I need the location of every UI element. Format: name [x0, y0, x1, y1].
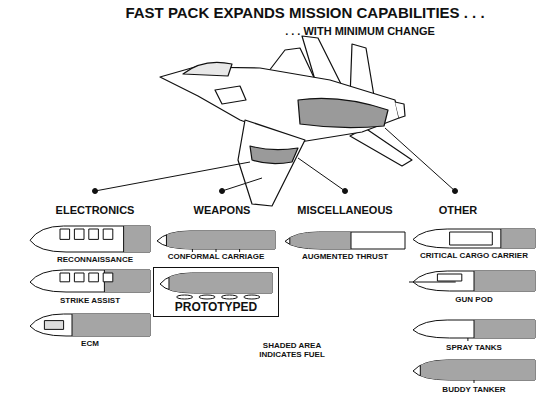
tank-profile — [409, 270, 535, 292]
part-label: BUDDY TANKER — [442, 386, 505, 395]
tank-profile — [285, 231, 405, 250]
tank-profile — [30, 225, 150, 253]
category-heading: OTHER — [439, 204, 478, 216]
tank-profile — [30, 269, 150, 293]
tank-profile — [413, 319, 535, 341]
part-label: ECM — [81, 340, 99, 349]
prototype-box: PROTOTYPED — [153, 267, 279, 317]
tank-profile — [157, 230, 275, 252]
part-label: SPRAY TANKS — [446, 344, 502, 353]
tank-profile — [160, 272, 272, 299]
prototype-label: PROTOTYPED — [154, 301, 278, 314]
part-label: RECONNAISSANCE — [57, 256, 133, 265]
tank-profile — [413, 228, 535, 249]
tank-profile — [413, 359, 535, 383]
part-label: GUN POD — [455, 296, 492, 305]
part-label: AUGMENTED THRUST — [302, 253, 388, 262]
part-label: SHADED AREA INDICATES FUEL — [247, 342, 337, 360]
category-heading: ELECTRONICS — [56, 204, 135, 216]
part-label: CONFORMAL CARRIAGE — [168, 253, 265, 262]
part-label: CRITICAL CARGO CARRIER — [420, 252, 528, 261]
part-label: STRIKE ASSIST — [60, 297, 120, 306]
title: FAST PACK EXPANDS MISSION CAPABILITIES .… — [125, 5, 484, 22]
category-heading: WEAPONS — [194, 204, 251, 216]
category-heading: MISCELLANEOUS — [297, 204, 392, 216]
tank-profile — [30, 313, 150, 337]
subtitle: . . . WITH MINIMUM CHANGE — [285, 25, 435, 37]
